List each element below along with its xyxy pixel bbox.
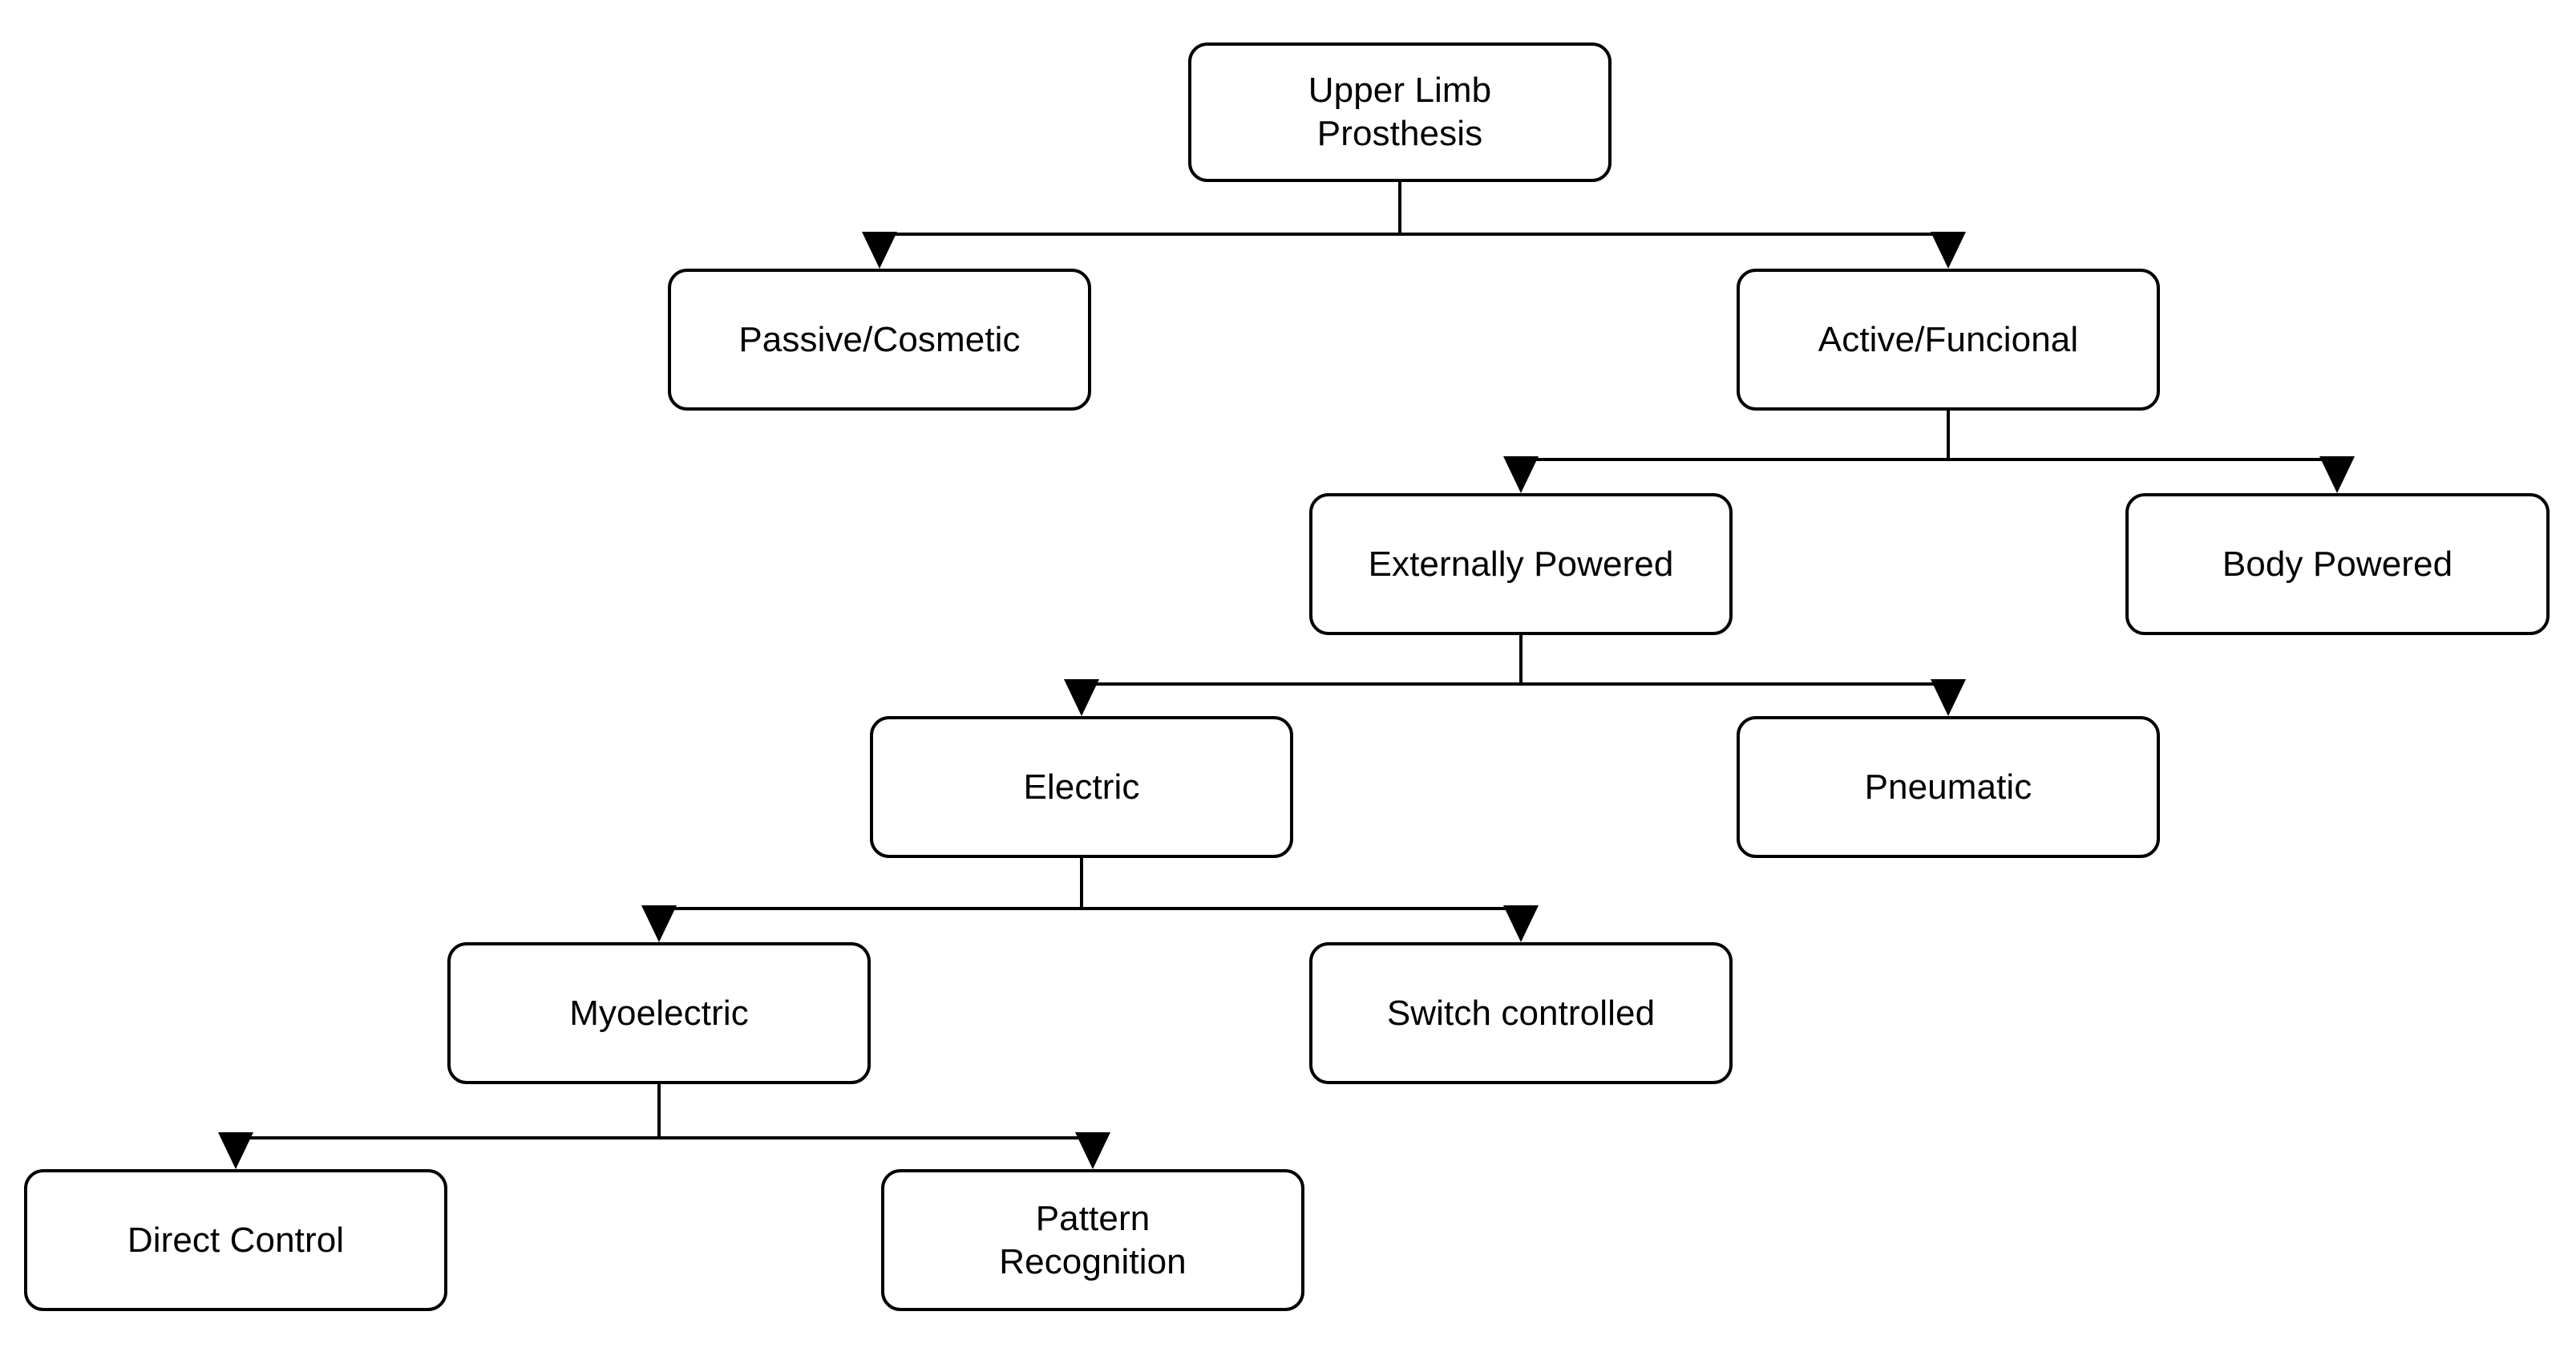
arrowhead-icon-g3-1 (1931, 679, 1966, 716)
node-pattern-recognition[interactable]: Pattern Recognition (881, 1169, 1304, 1311)
arrowhead-icon-g3-0 (1064, 679, 1099, 716)
node-pneumatic[interactable]: Pneumatic (1737, 716, 2160, 858)
node-passive-cosmetic[interactable]: Passive/Cosmetic (668, 269, 1091, 411)
node-externally-powered[interactable]: Externally Powered (1309, 493, 1733, 635)
arrowhead-icon-g2-1 (2319, 456, 2355, 493)
node-switch-controlled[interactable]: Switch controlled (1309, 942, 1733, 1084)
node-upper-limb-prosthesis[interactable]: Upper Limb Prosthesis (1188, 43, 1612, 182)
arrowhead-icon-g4-1 (1503, 905, 1539, 942)
node-electric[interactable]: Electric (870, 716, 1293, 858)
arrowhead-icon-g2-0 (1503, 456, 1539, 493)
node-myoelectric[interactable]: Myoelectric (447, 942, 871, 1084)
node-active-funcional[interactable]: Active/Funcional (1737, 269, 2160, 411)
node-direct-control[interactable]: Direct Control (24, 1169, 447, 1311)
arrowhead-icon-g1-0 (862, 232, 897, 269)
arrowhead-icon-g5-1 (1075, 1132, 1110, 1169)
node-body-powered[interactable]: Body Powered (2125, 493, 2550, 635)
arrowhead-icon-g1-1 (1931, 232, 1966, 269)
arrowhead-icon-g5-0 (218, 1132, 253, 1169)
arrowhead-icon-g4-0 (641, 905, 677, 942)
